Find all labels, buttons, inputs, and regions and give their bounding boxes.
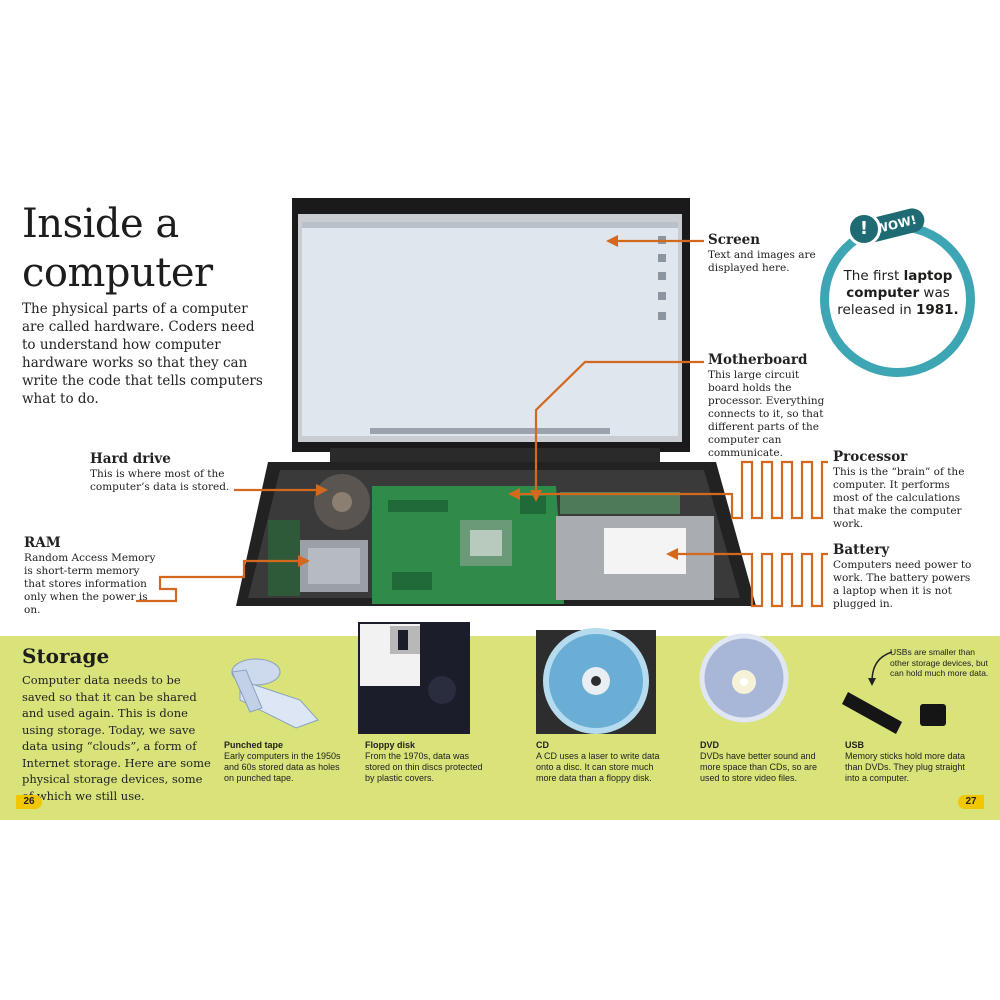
- floppy-disk-image: [358, 622, 470, 734]
- callout-screen: Screen Text and images are displayed her…: [708, 232, 828, 275]
- title-line-2: computer: [22, 250, 213, 296]
- device-name: USB: [845, 740, 865, 750]
- screen-menubar: [302, 222, 678, 228]
- wow-fact-text: The first laptop computer was released i…: [837, 268, 959, 318]
- device-name: Floppy disk: [365, 740, 416, 750]
- device-name: DVD: [700, 740, 720, 750]
- storage-title: Storage: [22, 644, 110, 668]
- callout-hard-drive: Hard drive This is where most of the com…: [90, 451, 230, 494]
- callout-text: Computers need power to work. The batter…: [833, 559, 972, 610]
- callout-title: Screen: [708, 232, 761, 248]
- desktop-icon: [658, 292, 666, 300]
- leader-processor: [516, 460, 828, 520]
- arrowhead-screen: [606, 235, 618, 247]
- callout-text: This large circuit board holds the proce…: [708, 369, 825, 459]
- device-name: Punched tape: [224, 740, 284, 750]
- ram-module: [268, 520, 300, 596]
- storage-text: Computer data needs to be saved so that …: [22, 673, 211, 803]
- leader-battery: [676, 552, 828, 608]
- punched-tape-image: [231, 658, 319, 729]
- callout-text: This is where most of the computer’s dat…: [90, 468, 230, 493]
- desktop-icon: [658, 254, 666, 262]
- intro-text: The physical parts of a computer are cal…: [22, 301, 263, 407]
- desktop-icon: [658, 272, 666, 280]
- device-text: Early computers in the 1950s and 60s sto…: [224, 751, 341, 783]
- device-cd: CD A CD uses a laser to write data onto …: [536, 740, 661, 784]
- page-number-left: 26: [16, 795, 42, 809]
- exclamation-icon: !: [847, 212, 881, 246]
- device-dvd: DVD DVDs have better sound and more spac…: [700, 740, 820, 784]
- callout-battery: Battery Computers need power to work. Th…: [833, 542, 973, 611]
- device-text: Memory sticks hold more data than DVDs. …: [845, 751, 966, 783]
- callout-title: Processor: [833, 449, 908, 465]
- usb-image: [842, 651, 946, 734]
- laptop-hinge: [330, 448, 660, 462]
- device-punched-tape: Punched tape Early computers in the 1950…: [224, 740, 349, 784]
- laptop-screen-display: [302, 222, 678, 436]
- device-text: A CD uses a laser to write data onto a d…: [536, 751, 660, 783]
- desktop-icon: [658, 312, 666, 320]
- device-name: CD: [536, 740, 549, 750]
- cd-image: [536, 628, 656, 734]
- storage-band: [0, 636, 1000, 820]
- callout-motherboard: Motherboard This large circuit board hol…: [708, 352, 833, 460]
- page-number-right: 27: [958, 795, 984, 809]
- arrowhead-processor: [508, 488, 520, 500]
- callout-text: Random Access Memory is short-term memor…: [24, 552, 156, 616]
- callout-processor: Processor This is the “brain” of the com…: [833, 449, 978, 531]
- wow-fact-circle: [820, 222, 975, 377]
- usb-note: USBs are smaller than other storage devi…: [890, 647, 989, 678]
- device-text: From the 1970s, data was stored on thin …: [365, 751, 483, 783]
- device-usb: USB Memory sticks hold more data than DV…: [845, 740, 975, 784]
- arrowhead-ram: [298, 555, 310, 567]
- callout-title: Motherboard: [708, 352, 808, 368]
- callout-title: Hard drive: [90, 451, 171, 467]
- title-line-1: Inside a: [22, 201, 179, 247]
- arrowhead-motherboard: [530, 490, 542, 502]
- leader-motherboard: [534, 360, 704, 494]
- screen-dock: [370, 428, 610, 434]
- device-floppy-disk: Floppy disk From the 1970s, data was sto…: [365, 740, 490, 784]
- callout-text: This is the “brain” of the computer. It …: [833, 466, 965, 530]
- arrowhead-hard-drive: [316, 484, 328, 496]
- device-text: DVDs have better sound and more space th…: [700, 751, 818, 783]
- callout-ram: RAM Random Access Memory is short-term m…: [24, 535, 164, 617]
- callout-title: Battery: [833, 542, 890, 558]
- callout-text: Text and images are displayed here.: [708, 249, 816, 274]
- callout-title: RAM: [24, 535, 61, 551]
- arrowhead-battery: [666, 548, 678, 560]
- dvd-image: [699, 633, 789, 723]
- leader-ram: [136, 559, 300, 603]
- page-title: Inside a computer: [22, 200, 213, 298]
